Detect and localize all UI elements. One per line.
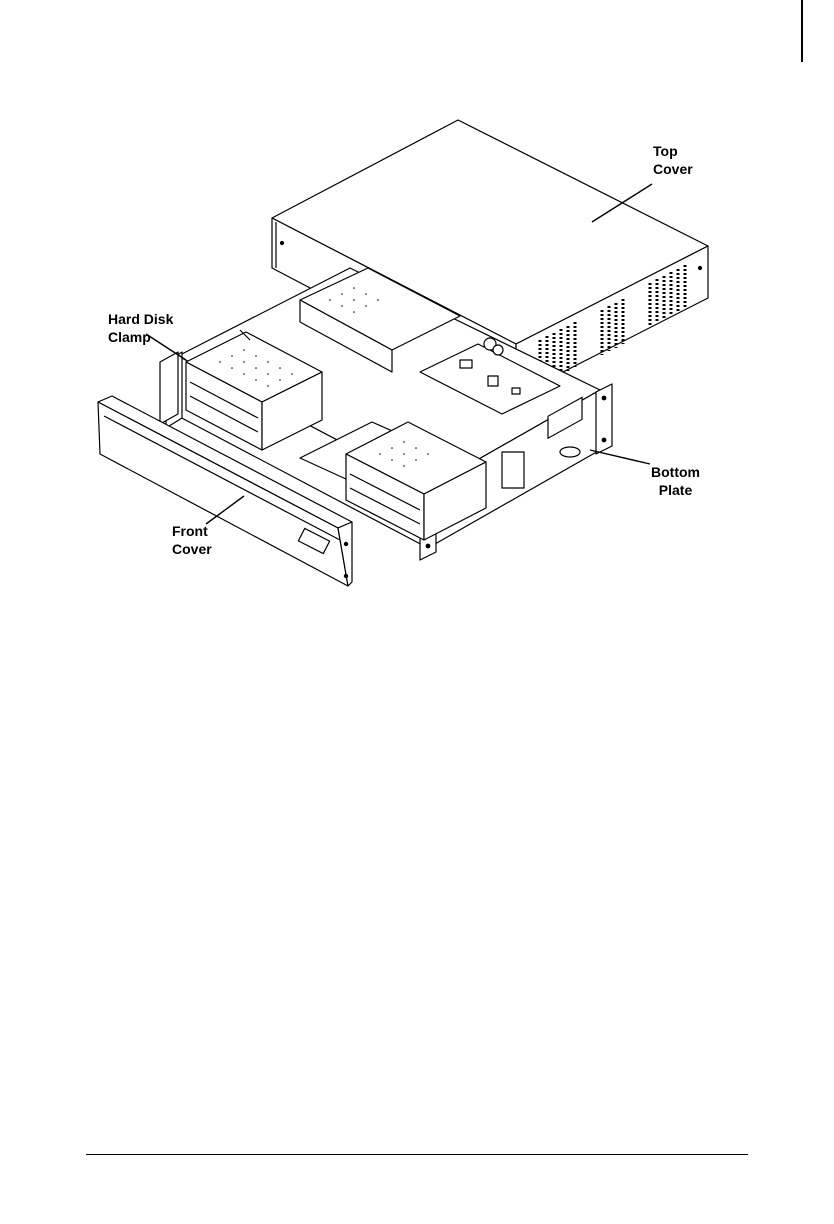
callout-hard-disk-clamp: Hard Disk Clamp — [108, 310, 173, 346]
callout-front-cover-line1: Front — [172, 522, 212, 540]
callout-bottom-plate: Bottom Plate — [651, 463, 700, 499]
callout-top-cover-line2: Cover — [653, 160, 693, 178]
callout-front-cover: Front Cover — [172, 522, 212, 558]
leader-bottom-plate — [590, 450, 650, 464]
callout-front-cover-line2: Cover — [172, 540, 212, 558]
callout-bottom-plate-line2: Plate — [651, 481, 700, 499]
callout-bottom-plate-line1: Bottom — [651, 463, 700, 481]
callout-hard-disk-clamp-line1: Hard Disk — [108, 310, 173, 328]
callout-top-cover: Top Cover — [653, 142, 693, 178]
callout-hard-disk-clamp-line2: Clamp — [108, 328, 173, 346]
footer-rule — [86, 1154, 748, 1155]
callout-top-cover-line1: Top — [653, 142, 693, 160]
